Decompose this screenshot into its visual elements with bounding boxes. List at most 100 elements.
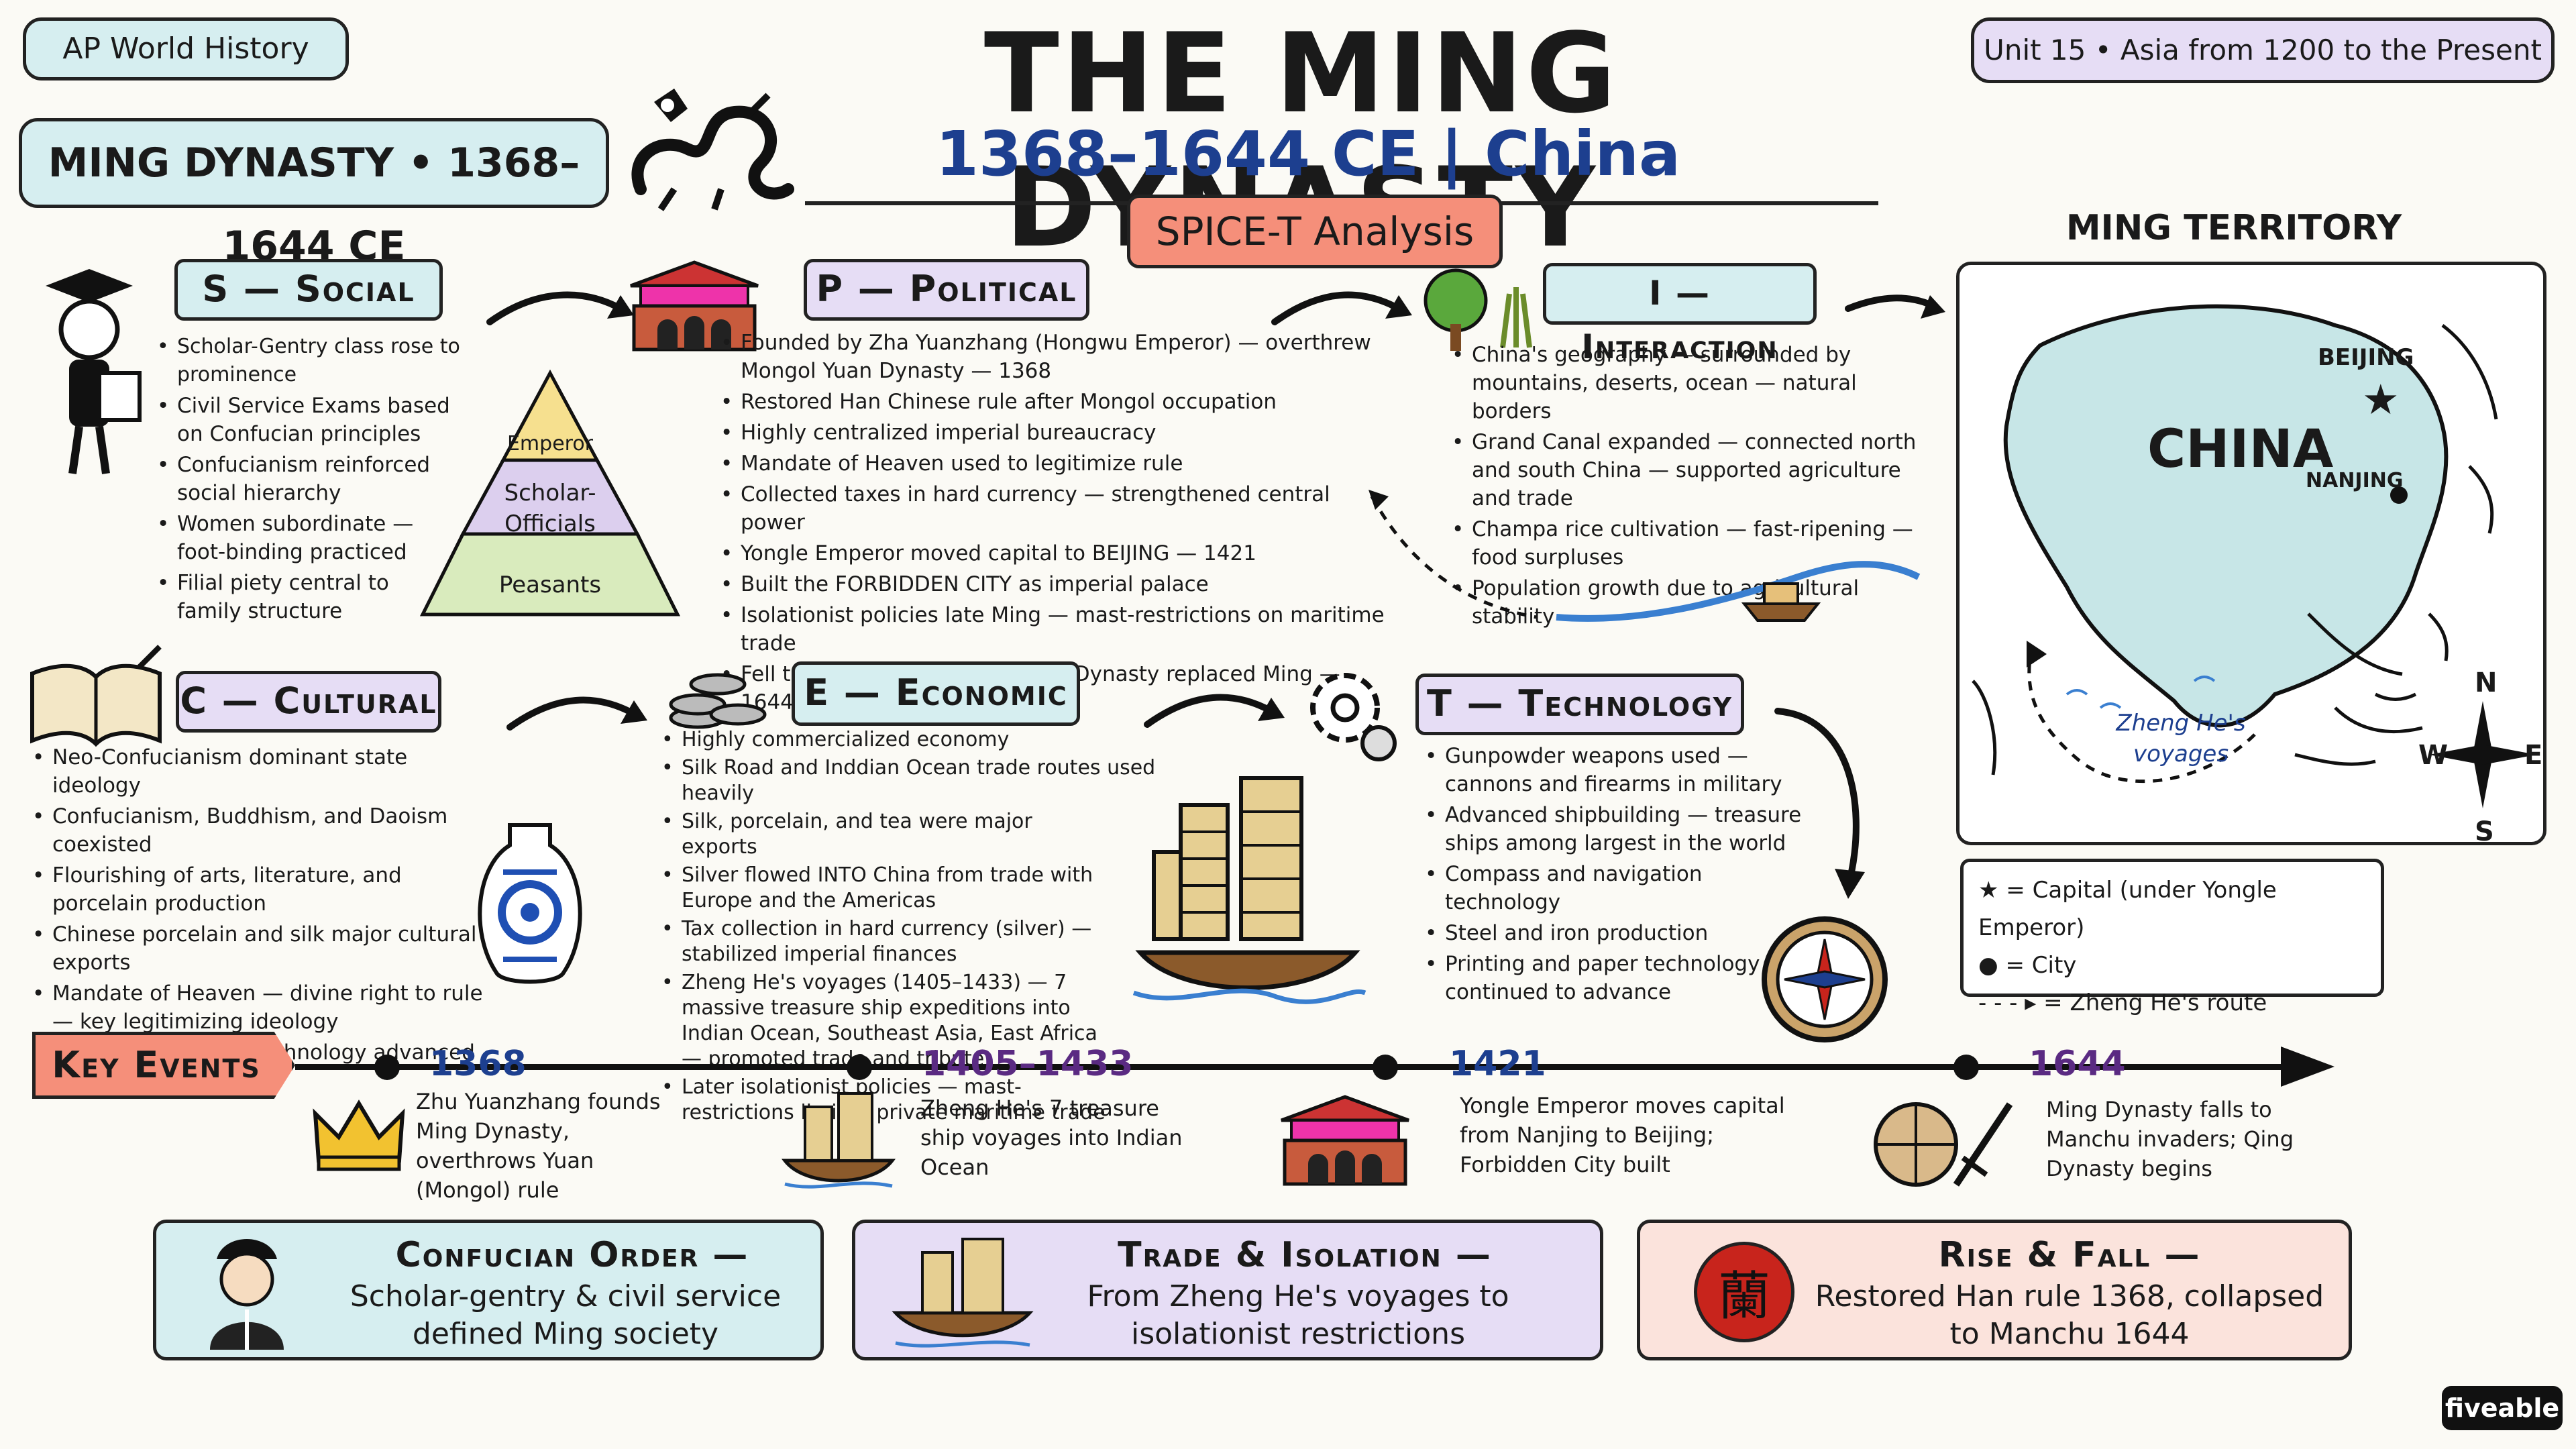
event-text: Yongle Emperor moves capital from Nanjin…	[1460, 1093, 1785, 1177]
map-city-label: NANJING	[2306, 469, 2404, 492]
list-item: Gunpowder weapons used — cannons and fir…	[1425, 742, 1821, 798]
list-item: Grand Canal expanded — connected north a…	[1452, 428, 1935, 513]
event-year: 1644	[2029, 1044, 2126, 1084]
list-item: Flourishing of arts, literature, and por…	[32, 861, 488, 918]
timeline-arrowhead	[2281, 1046, 2334, 1087]
arrow-t-to-compass	[1774, 708, 1865, 899]
tree-icon	[1424, 268, 1532, 351]
legend-city: ● = City	[1978, 952, 2077, 979]
economic-heading: E — Economic	[792, 661, 1080, 726]
arrow-i-to-map	[1845, 294, 1945, 319]
dot-icon: ●	[1978, 952, 1998, 979]
legend-capital: ★ = Capital (under Yongle Emperor)	[1978, 877, 2277, 941]
forbidden-city-icon	[1281, 1095, 1409, 1186]
ship-icon	[781, 1092, 896, 1189]
economic-heading-text: E — Economic	[804, 672, 1068, 714]
unit-badge: Unit 15 • Asia from 1200 to the Present	[1971, 17, 2555, 83]
arrow-s-to-p	[486, 291, 634, 325]
social-heading-text: S — Social	[202, 268, 415, 310]
technology-bullets: Gunpowder weapons used — cannons and fir…	[1422, 742, 1821, 1009]
list-item: Chinese porcelain and silk major cultura…	[32, 920, 488, 977]
spice-t-label-text: SPICE-T Analysis	[1155, 209, 1474, 254]
compass-w: W	[2418, 740, 2449, 771]
interaction-heading: I — Interaction	[1543, 263, 1817, 366]
compass-rose-icon	[2429, 701, 2536, 808]
interaction-bullets: China's geography — surrounded by mounta…	[1449, 341, 1935, 633]
spice-t-label: SPICE-T Analysis	[1127, 195, 1503, 268]
page-subtitle: 1368–1644 CE | China	[935, 118, 1681, 190]
social-pyramid	[419, 369, 681, 616]
key-events-label: Key Events	[52, 1044, 261, 1086]
summary-text: Scholar-gentry & civil service defined M…	[350, 1279, 782, 1351]
summary-card-rise-fall: 蘭 Rise & Fall — Restored Han rule 1368, …	[1637, 1220, 2352, 1360]
list-item: Women subordinate — foot-binding practic…	[157, 510, 459, 566]
book-icon	[30, 645, 162, 747]
list-item: Civil Service Exams based on Confucian p…	[157, 392, 459, 448]
china-outline	[1972, 304, 2498, 784]
compass-s: S	[2475, 816, 2494, 847]
list-item: Yongle Emperor moved capital to BEIJING …	[720, 539, 1398, 568]
list-item: Compass and navigation technology	[1425, 860, 1821, 916]
list-item: Champa rice cultivation — fast-ripening …	[1452, 515, 1935, 572]
dragon-icon	[631, 89, 794, 211]
dynasty-badge: MING DYNASTY • 1368–1644 CE	[19, 118, 609, 270]
political-heading-text: P — Political	[816, 268, 1077, 310]
list-item: Tax collection in hard currency (silver)…	[661, 916, 1111, 967]
compass-e: E	[2524, 740, 2543, 771]
summary-text: From Zheng He's voyages to isolationist …	[1087, 1279, 1509, 1351]
palace-icon	[630, 260, 759, 352]
map-country-label: CHINA	[2147, 419, 2334, 480]
timeline-dot	[1373, 1055, 1398, 1080]
treasure-ship-icon	[1132, 776, 1366, 1004]
list-item: Mandate of Heaven used to legitimize rul…	[720, 449, 1398, 478]
pyramid-level-emperor: Emperor	[506, 432, 594, 455]
territory-map: CHINA ★ BEIJING NANJING Zheng He's voyag…	[1956, 262, 2546, 847]
river-boat-icon	[1368, 490, 1921, 622]
junk-ship-icon	[892, 1238, 1034, 1348]
pyramid-level-peasants: Peasants	[498, 572, 602, 598]
summary-text: Restored Han rule 1368, collapsed to Man…	[1815, 1279, 2324, 1351]
dynasty-badge-label: MING DYNASTY • 1368–1644 CE	[48, 140, 580, 270]
coins-icon	[669, 673, 767, 729]
map-title: MING TERRITORY	[2065, 208, 2402, 248]
event-text: Zhu Yuanzhang founds Ming Dynasty, overt…	[416, 1089, 661, 1203]
course-badge: AP World History	[23, 17, 349, 80]
summary-title: Confucian Order —	[395, 1235, 749, 1275]
dashed-arrow-icon: - - - ▸	[1978, 989, 2037, 1016]
summary-card-trade: Trade & Isolation — From Zheng He's voya…	[852, 1220, 1603, 1360]
event-year: 1405–1433	[922, 1044, 1134, 1084]
list-item: Isolationist policies late Ming — mast-r…	[720, 601, 1398, 657]
brand-logo-text: fiveable	[2445, 1393, 2560, 1423]
event-text: Ming Dynasty falls to Manchu invaders; Q…	[2046, 1097, 2294, 1181]
map-route-label: Zheng He's voyages	[2116, 710, 2246, 767]
list-item: Founded by Zha Yuanzhang (Hongwu Emperor…	[720, 329, 1398, 385]
gear-icon	[1310, 673, 1397, 761]
crown-icon	[313, 1099, 405, 1171]
timeline-dot	[1953, 1055, 1979, 1080]
summary-title: Rise & Fall —	[1938, 1235, 2201, 1275]
pyramid-level-scholars: Scholar-Officials	[504, 480, 596, 537]
list-item: China's geography — surrounded by mounta…	[1452, 341, 1935, 425]
scholar-official-icon	[210, 1239, 284, 1350]
legend-route: - - - ▸ = Zheng He's route	[1978, 989, 2267, 1016]
technology-heading-text: T — Technology	[1426, 682, 1733, 724]
list-item: Printing and paper technology continued …	[1425, 950, 1821, 1006]
key-events-banner: Key Events	[32, 1032, 295, 1099]
seal-icon: 蘭	[1694, 1242, 1794, 1342]
list-item: Steel and iron production	[1425, 919, 1821, 947]
porcelain-vase-icon	[478, 823, 582, 984]
list-item: Silk Road and Inddian Ocean trade routes…	[661, 755, 1198, 806]
broken-shield-sword-icon	[1874, 1102, 2013, 1187]
capital-star-icon: ★	[2362, 375, 2400, 424]
list-item: Highly commercialized economy	[661, 727, 1198, 753]
political-bullets: Founded by Zha Yuanzhang (Hongwu Emperor…	[718, 329, 1398, 719]
event-year: 1421	[1449, 1044, 1546, 1084]
city-dot-icon	[2390, 486, 2408, 504]
summary-card-confucian: Confucian Order — Scholar-gentry & civil…	[153, 1220, 824, 1360]
summary-title: Trade & Isolation —	[1118, 1235, 1492, 1275]
list-item: Advanced shipbuilding — treasure ships a…	[1425, 801, 1821, 857]
event-year: 1368	[429, 1044, 527, 1084]
arrow-p-to-i	[1271, 291, 1412, 325]
economic-bullets: Highly commercialized economy Silk Road …	[659, 727, 1198, 1128]
map-legend: ★ = Capital (under Yongle Emperor) ● = C…	[1960, 859, 2384, 1016]
